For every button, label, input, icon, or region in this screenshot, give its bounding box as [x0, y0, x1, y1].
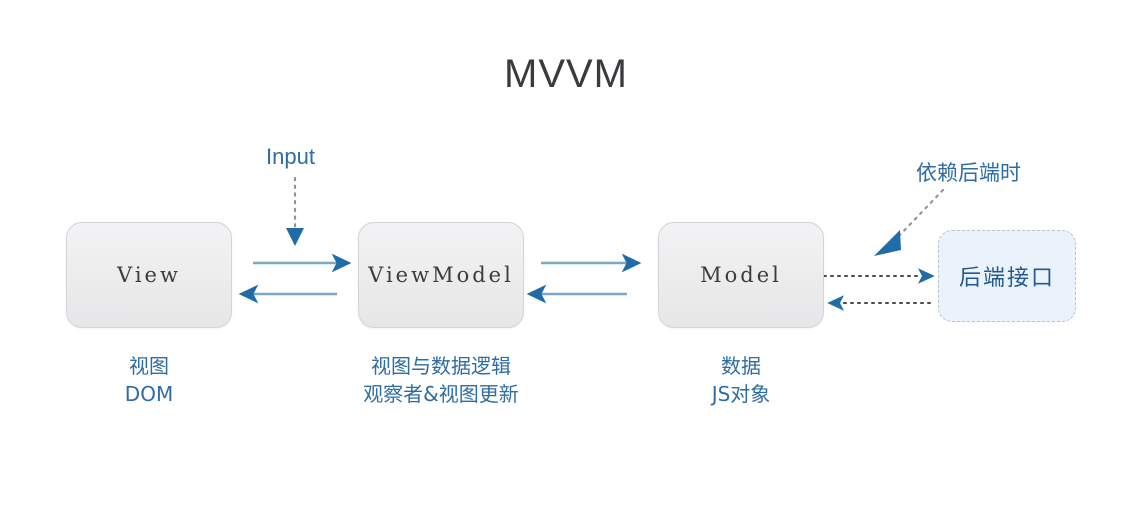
page-title: MVVM [504, 52, 628, 96]
caption-viewmodel-line-2: 观察者&视图更新 [363, 382, 519, 406]
caption-model-line-2: JS对象 [711, 382, 771, 406]
node-model[interactable]: Model [658, 222, 824, 328]
annotation-depends-backend: 依赖后端时 [916, 161, 1021, 185]
annotation-input: Input [266, 144, 315, 169]
node-view-label: View [117, 263, 181, 287]
edge-input-to-viewmodel [286, 176, 304, 246]
caption-model: 数据 JS对象 [658, 352, 824, 408]
caption-view-line-2: DOM [124, 382, 174, 406]
node-viewmodel-label: ViewModel [368, 263, 514, 287]
caption-view: 视图 DOM [66, 352, 232, 408]
node-backend-api-label: 后端接口 [958, 266, 1055, 291]
caption-view-line-1: 视图 [129, 354, 169, 378]
caption-viewmodel: 视图与数据逻辑 观察者&视图更新 [316, 352, 566, 408]
node-view[interactable]: View [66, 222, 232, 328]
node-model-label: Model [700, 263, 782, 287]
node-viewmodel[interactable]: ViewModel [358, 222, 524, 328]
caption-viewmodel-line-1: 视图与数据逻辑 [371, 354, 511, 378]
caption-model-line-1: 数据 [721, 354, 761, 378]
edge-depends-to-backend [874, 188, 945, 256]
node-backend-api[interactable]: 后端接口 [938, 230, 1076, 322]
